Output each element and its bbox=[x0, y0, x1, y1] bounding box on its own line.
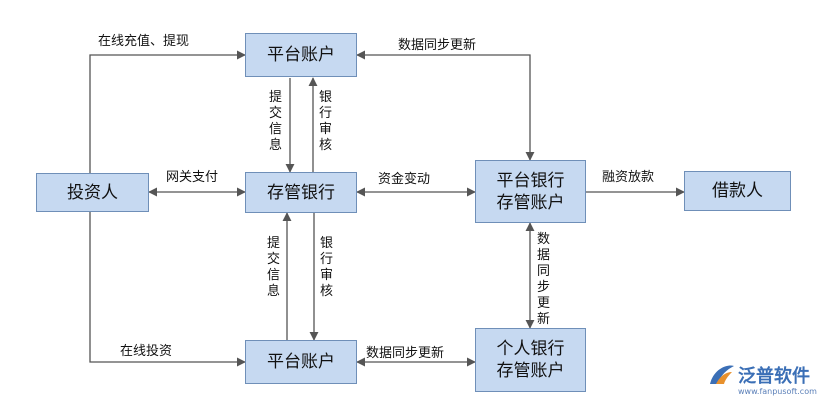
edge-online-invest bbox=[89, 212, 246, 367]
node-platform-account-bottom-label: 平台账户 bbox=[267, 352, 335, 372]
label-submit-info-top: 提交信息 bbox=[268, 90, 282, 153]
node-custody-bank-label: 存管银行 bbox=[267, 182, 335, 203]
node-platform-bank-custody-line1: 平台银行 bbox=[496, 170, 565, 191]
node-investor: 投资人 bbox=[36, 173, 149, 212]
label-gateway-pay: 网关支付 bbox=[166, 170, 219, 185]
node-platform-account-bottom: 平台账户 bbox=[245, 340, 357, 384]
edge-data-sync-top bbox=[356, 50, 535, 161]
watermark-brand-name: 泛普软件 bbox=[738, 366, 810, 387]
edge-online-recharge bbox=[89, 50, 246, 173]
label-data-sync-bottom: 数据同步更新 bbox=[366, 346, 445, 361]
node-personal-bank-custody-line2: 存管账户 bbox=[496, 361, 565, 381]
watermark-url: www.fanpusoft.com bbox=[738, 387, 817, 396]
node-platform-bank-custody-line2: 存管账户 bbox=[496, 192, 565, 213]
label-online-recharge: 在线充值、提现 bbox=[98, 34, 190, 49]
label-bank-review-top: 银行审核 bbox=[318, 90, 332, 153]
label-submit-info-bottom: 提交信息 bbox=[266, 236, 280, 299]
label-financing-loan: 融资放款 bbox=[602, 170, 655, 185]
node-borrower: 借款人 bbox=[684, 171, 791, 211]
node-platform-account-top-label: 平台账户 bbox=[267, 45, 335, 65]
node-platform-account-top: 平台账户 bbox=[245, 33, 357, 77]
label-data-sync-right: 数据同步更新 bbox=[536, 232, 550, 327]
fanpu-logo-icon bbox=[710, 365, 734, 384]
label-fund-change: 资金变动 bbox=[378, 172, 431, 187]
label-data-sync-top: 数据同步更新 bbox=[398, 38, 477, 53]
node-personal-bank-custody: 个人银行 存管账户 bbox=[475, 328, 586, 392]
node-personal-bank-custody-line1: 个人银行 bbox=[496, 339, 565, 359]
node-custody-bank: 存管银行 bbox=[245, 172, 357, 213]
label-bank-review-bottom: 银行审核 bbox=[319, 236, 333, 299]
node-platform-bank-custody: 平台银行 存管账户 bbox=[475, 160, 586, 223]
node-borrower-label: 借款人 bbox=[712, 181, 763, 201]
label-online-invest: 在线投资 bbox=[120, 344, 173, 359]
node-investor-label: 投资人 bbox=[67, 182, 118, 203]
